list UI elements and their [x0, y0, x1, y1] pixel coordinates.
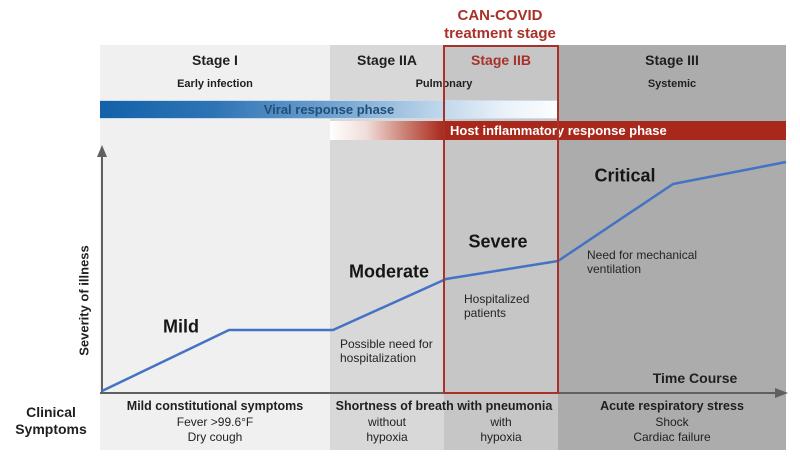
- annotation-line: Need for mechanical: [587, 248, 698, 262]
- symptoms-stage2-title: Shortness of breath with pneumonia: [335, 399, 553, 413]
- viral-response-phase-label: Viral response phase: [263, 102, 395, 117]
- symptoms-stage1-line2: Dry cough: [187, 430, 243, 444]
- symptoms-stage1-line1: Fever >99.6°F: [176, 415, 254, 429]
- stage3-label: Stage III: [645, 52, 699, 68]
- figure-title-line1: CAN-COVID: [457, 7, 543, 24]
- severity-label-moderate: Moderate: [348, 261, 430, 282]
- clinical-symptoms-heading-line: Clinical: [26, 404, 76, 420]
- clinical-symptoms-heading: Clinical Symptoms: [4, 404, 98, 438]
- stage3-sublabel: Systemic: [647, 78, 697, 90]
- severity-label-mild: Mild: [163, 316, 199, 337]
- annotation-line: ventilation: [587, 262, 642, 276]
- annotation-mechanical-ventilation: Need for mechanical ventilation: [587, 248, 697, 276]
- annotation-line: Possible need for: [340, 337, 433, 351]
- stage1-sublabel: Early infection: [177, 78, 253, 90]
- symptoms-stage2b-line2: hypoxia: [480, 430, 522, 444]
- stage1-label: Stage I: [192, 52, 238, 68]
- severity-label-critical: Critical: [594, 165, 656, 186]
- annotation-possible-hospitalization: Possible need for hospitalization: [340, 337, 433, 365]
- symptoms-stage1-title: Mild constitutional symptoms: [126, 399, 304, 413]
- annotation-line: hospitalization: [340, 351, 417, 365]
- x-axis-label: Time Course: [652, 370, 738, 386]
- clinical-symptoms-heading-line: Symptoms: [15, 421, 87, 437]
- figure-title: CAN-COVID treatment stage: [370, 7, 630, 43]
- figure-title-line2: treatment stage: [444, 25, 556, 42]
- y-axis-label: Severity of illness: [76, 245, 92, 356]
- symptoms-stage3-title: Acute respiratory stress: [600, 399, 744, 413]
- stage2b-label: Stage IIB: [471, 52, 531, 68]
- stage2a-label: Stage IIA: [357, 52, 417, 68]
- stage2b-highlight-box: [443, 45, 559, 394]
- symptoms-stage3-line2: Cardiac failure: [633, 430, 711, 444]
- symptoms-stage2a-line2: hypoxia: [366, 430, 408, 444]
- symptoms-stage3-line1: Shock: [655, 415, 689, 429]
- symptoms-stage2a-line1: without: [367, 415, 407, 429]
- symptoms-stage2b-line1: with: [490, 415, 512, 429]
